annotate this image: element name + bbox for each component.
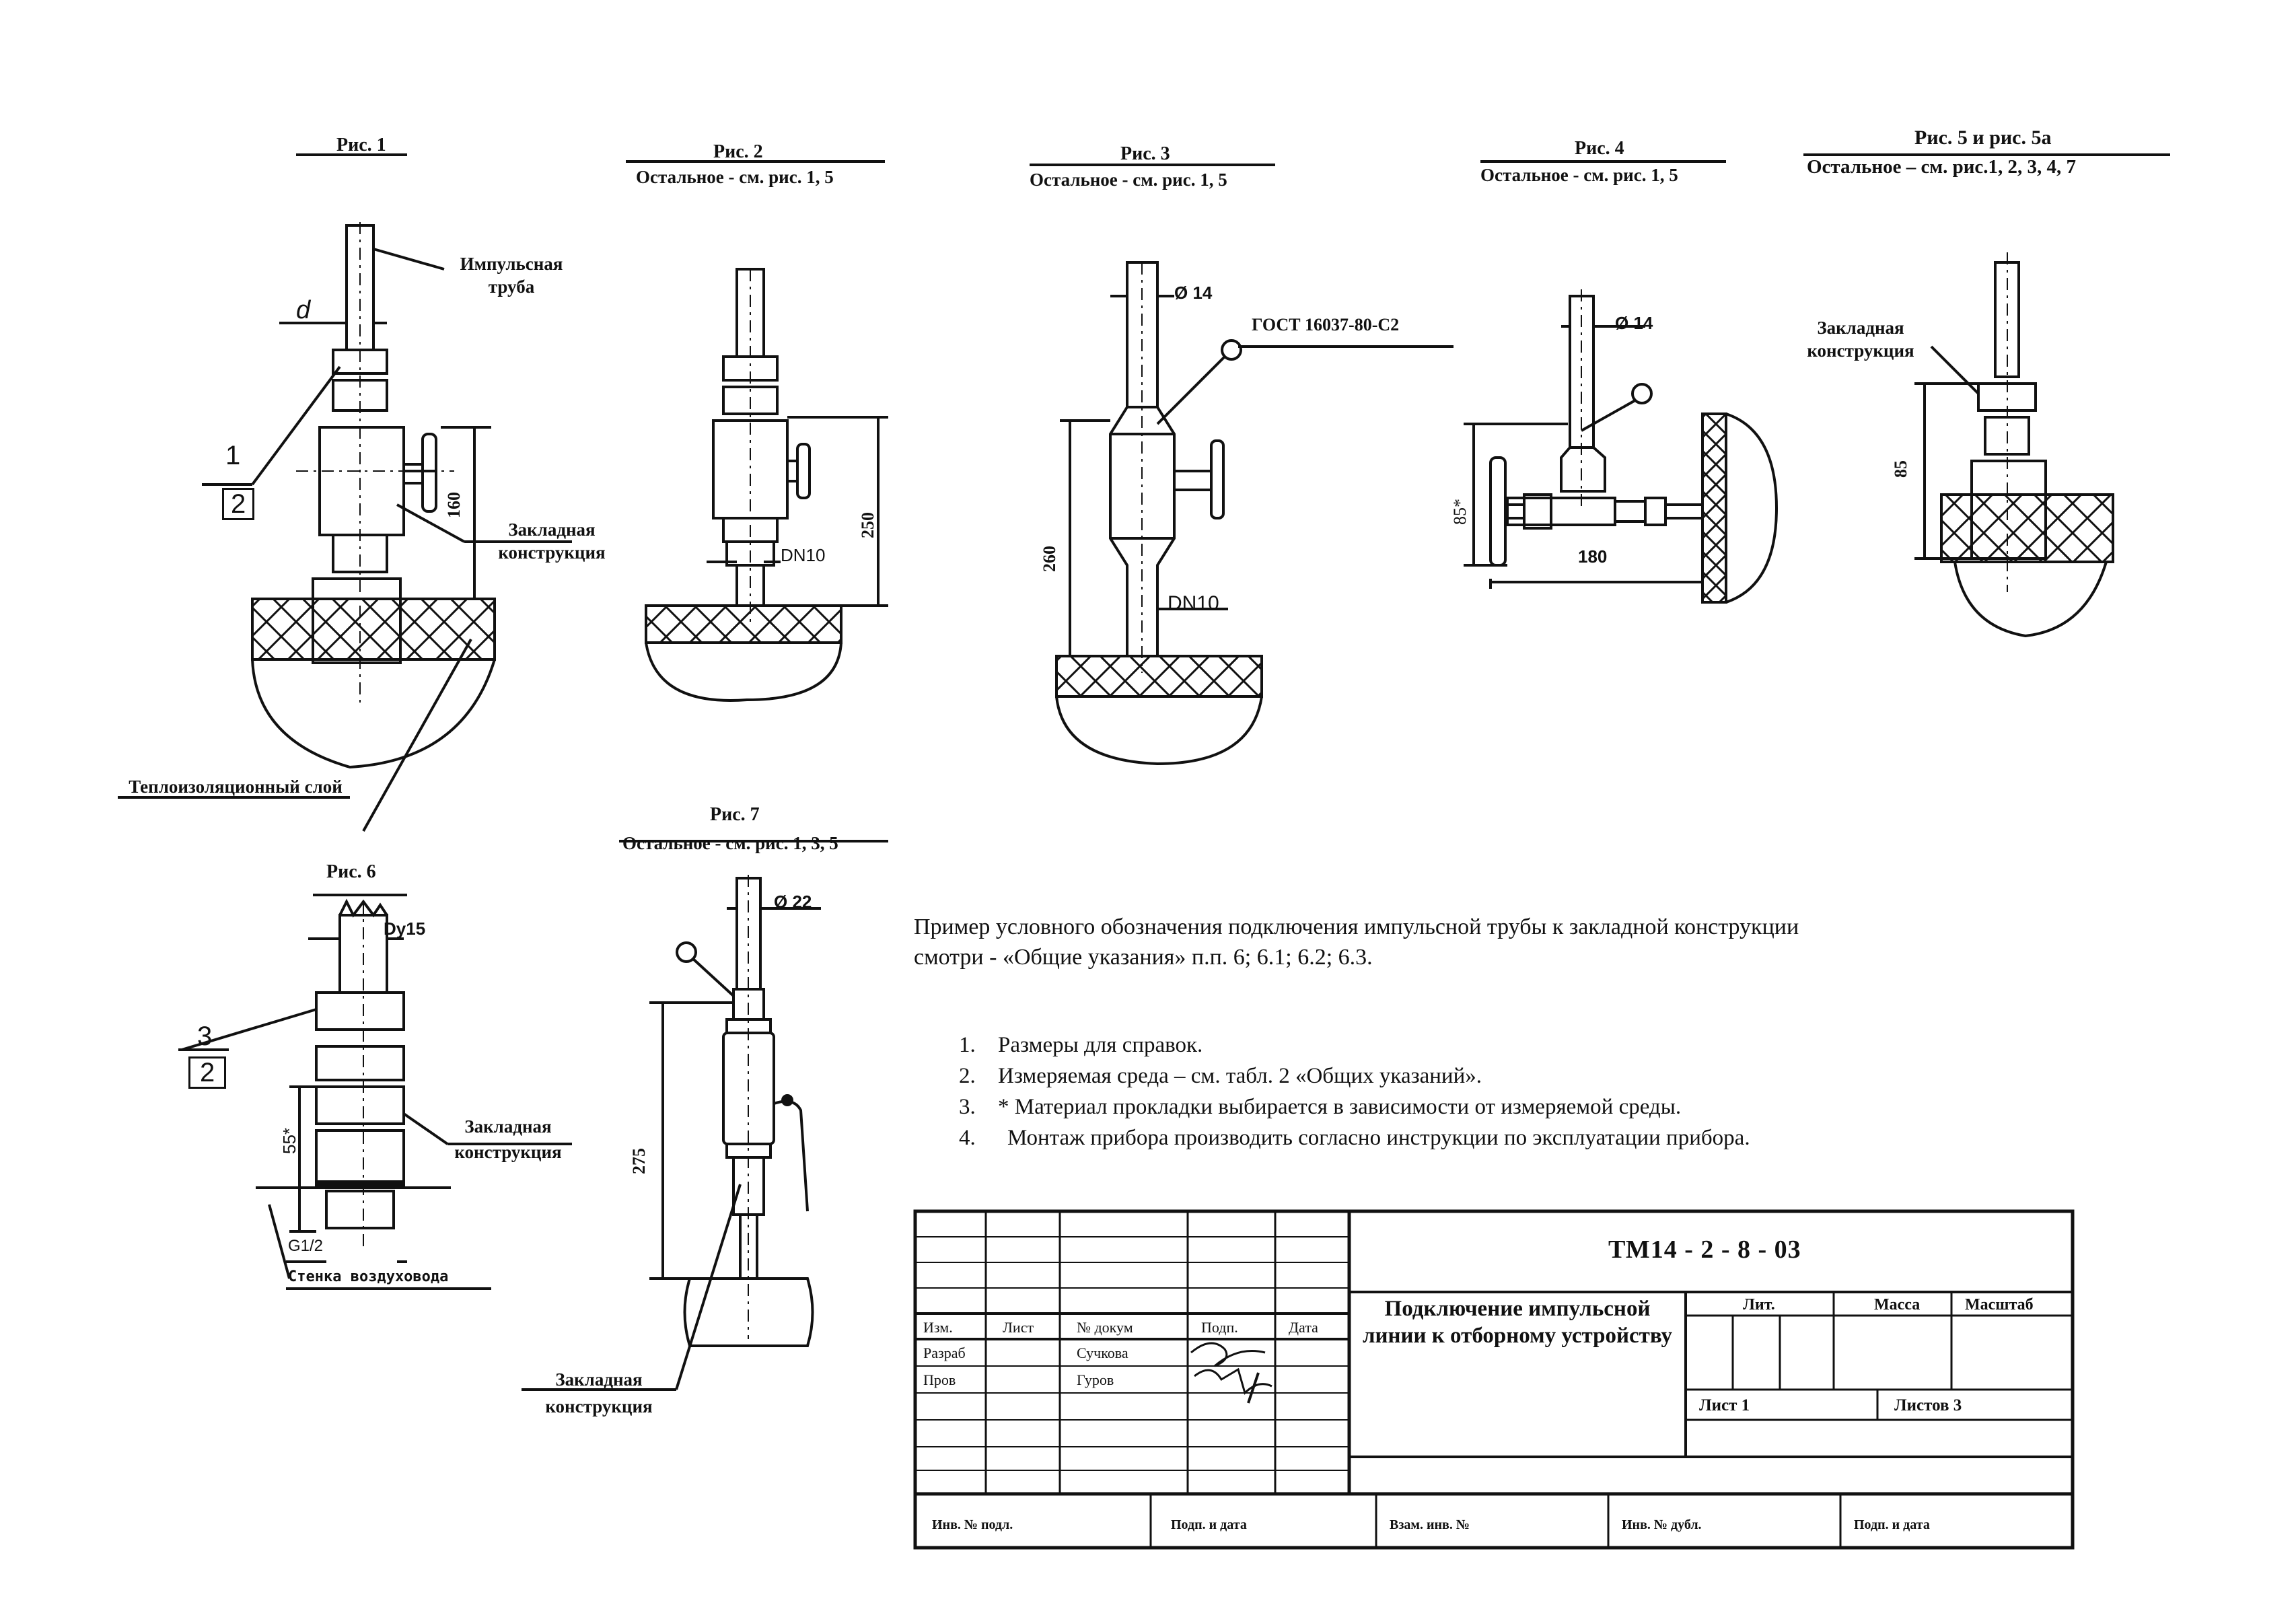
title-block xyxy=(913,1209,2075,1550)
fig5-subtitle: Остальное – см. рис.1, 2, 3, 4, 7 xyxy=(1807,156,2077,178)
fig1-tag-top: 1 xyxy=(225,441,241,470)
fig7-drawing xyxy=(522,840,888,1391)
note-item: 4.Монтаж прибора производить согласно ин… xyxy=(959,1126,1750,1150)
fig1-impulse-pipe-label: Импульсная труба xyxy=(460,254,563,297)
fig5-dim-label: 85 xyxy=(1891,460,1910,478)
fig1-embedded-label: Закладная конструкция xyxy=(498,519,606,563)
fig6-title: Рис. 6 xyxy=(326,861,376,882)
fig6-embedded-label: Закладная конструкция xyxy=(454,1116,562,1162)
tb-vzam-inv: Взам. инв. № xyxy=(1390,1517,1470,1532)
fig3-gost-label: ГОСТ 16037-80-С2 xyxy=(1252,315,1400,334)
fig3-title: Рис. 3 xyxy=(1120,143,1170,164)
tb-col-sign: Подп. xyxy=(1201,1319,1238,1336)
fig6-dy-label: Dy15 xyxy=(384,919,426,939)
fig3-dim-label: 260 xyxy=(1040,546,1059,572)
tb-inv-podl: Инв. № подл. xyxy=(932,1517,1013,1532)
tb-lit: Лит. xyxy=(1743,1296,1775,1314)
fig4-dim-v-label: 85* xyxy=(1450,499,1470,525)
fig3-dn-label: DN10 xyxy=(1168,592,1219,614)
fig3-drawing xyxy=(1030,164,1454,766)
fig1-insulation-label: Теплоизоляционный слой xyxy=(129,777,343,797)
note-item: 3.* Материал прокладки выбирается в зави… xyxy=(959,1095,1682,1119)
fig6-tag-top: 3 xyxy=(197,1021,213,1051)
tb-prov: Пров xyxy=(923,1371,956,1388)
notes-list: 1.Размеры для справок. 2.Измеряемая сред… xyxy=(959,1030,1750,1153)
fig6-tag-bottom: 2 xyxy=(188,1056,227,1089)
note-item: 2.Измеряемая среда – см. табл. 2 «Общих … xyxy=(959,1064,1482,1088)
fig2-dn-label: DN10 xyxy=(781,545,826,565)
tb-code: ТМ14 - 2 - 8 - 03 xyxy=(1608,1235,1801,1264)
fig4-subtitle: Остальное - см. рис. 1, 5 xyxy=(1480,165,1678,185)
tb-col-izm: Изм. xyxy=(923,1319,953,1336)
fig4-diam-label: Ø 14 xyxy=(1615,313,1653,333)
tb-sheet: Лист 1 xyxy=(1699,1396,1750,1414)
tb-col-date: Дата xyxy=(1289,1319,1318,1336)
fig5-title: Рис. 5 и рис. 5а xyxy=(1914,127,2052,149)
fig6-drawing xyxy=(178,894,572,1290)
tb-podp-data1: Подп. и дата xyxy=(1171,1517,1247,1532)
tb-col-list: Лист xyxy=(1003,1319,1034,1336)
fig1-dim-label: 160 xyxy=(444,492,464,518)
fig3-subtitle: Остальное - см. рис. 1, 5 xyxy=(1030,170,1227,190)
fig7-embedded-label: Закладная конструкция xyxy=(545,1369,653,1416)
tb-masshtab: Масштаб xyxy=(1965,1296,2034,1314)
fig4-drawing xyxy=(1464,160,1779,604)
fig1-drawing xyxy=(118,153,572,832)
fig7-diam-label: Ø 22 xyxy=(774,892,812,912)
fig7-subtitle: Остальное - см. рис. 1, 3, 5 xyxy=(622,833,838,853)
example-note-line1: Пример условного обозначения подключения… xyxy=(914,914,1799,939)
fig7-title: Рис. 7 xyxy=(710,804,760,825)
tb-razrab: Разраб xyxy=(923,1344,966,1361)
fig3-diam-label: Ø 14 xyxy=(1174,283,1213,303)
fig1-tag-bottom: 2 xyxy=(222,488,255,520)
tb-massa: Масса xyxy=(1874,1296,1921,1314)
fig7-dim-label: 275 xyxy=(629,1148,649,1174)
example-note-line2: смотри - «Общие указания» п.п. 6; 6.1; 6… xyxy=(914,945,1373,970)
tb-inv-dubl: Инв. № дубл. xyxy=(1622,1517,1702,1532)
fig2-title: Рис. 2 xyxy=(713,141,763,162)
fig1-d-label: d xyxy=(296,296,311,324)
note-item: 1.Размеры для справок. xyxy=(959,1033,1203,1057)
fig6-wall-label: Стенка воздуховода xyxy=(288,1268,449,1285)
tb-prov-name: Гуров xyxy=(1077,1371,1114,1388)
fig4-dim-h-label: 180 xyxy=(1578,546,1608,567)
tb-col-doc: № докум xyxy=(1077,1319,1133,1336)
tb-sheets: Листов 3 xyxy=(1894,1396,1962,1414)
example-note: Пример условного обозначения подключения… xyxy=(914,912,1799,972)
fig5-embedded-label: Закладная конструкция xyxy=(1807,318,1914,361)
tb-podp-data2: Подп. и дата xyxy=(1854,1517,1930,1532)
fig5-drawing xyxy=(1803,153,2170,638)
fig2-subtitle: Остальное - см. рис. 1, 5 xyxy=(636,167,834,187)
fig6-thread-label: G1/2 xyxy=(288,1237,324,1255)
tb-razrab-name: Сучкова xyxy=(1077,1344,1128,1361)
fig2-drawing xyxy=(626,160,888,702)
fig1-title: Рис. 1 xyxy=(336,135,386,155)
tb-title: Подключение импульсной линии к отборному… xyxy=(1362,1297,1673,1348)
fig4-title: Рис. 4 xyxy=(1575,138,1624,159)
fig2-dim-label: 250 xyxy=(858,512,877,538)
fig6-dim-label: 55* xyxy=(279,1127,299,1154)
